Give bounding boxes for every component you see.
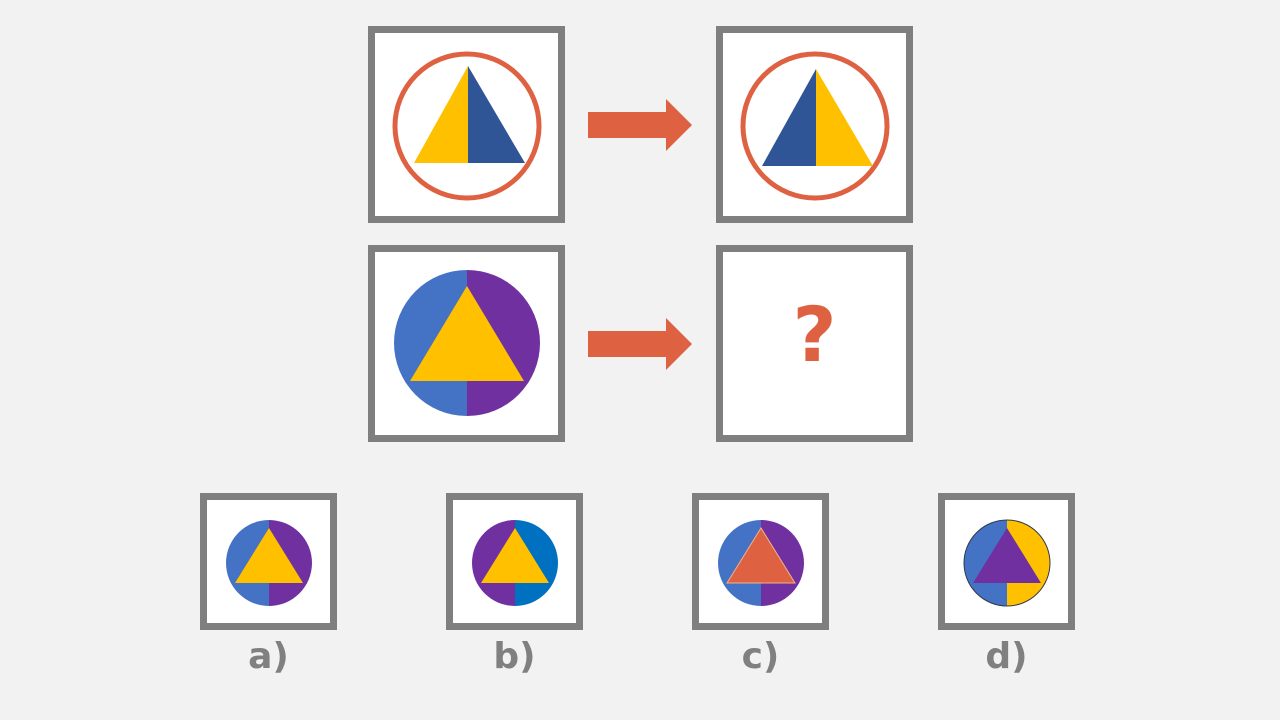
option-d-card[interactable] <box>938 493 1075 630</box>
split-circle-figure <box>394 270 540 416</box>
option-b-card[interactable] <box>446 493 583 630</box>
circle-triangle-figure <box>740 51 890 201</box>
circle-triangle-figure <box>392 51 542 201</box>
option-a-card[interactable] <box>200 493 337 630</box>
triangle-purple <box>973 528 1041 583</box>
answer-slot-card: ? <box>716 245 913 442</box>
option-d-label[interactable]: d) <box>985 636 1028 677</box>
triangle-right-yellow <box>816 69 873 166</box>
option-a-figure <box>226 520 312 606</box>
question-mark: ? <box>792 290 837 379</box>
triangle-left-navy <box>762 69 816 166</box>
option-b-figure <box>472 520 558 606</box>
arrow-right-icon <box>588 99 692 151</box>
question-source-card <box>368 245 565 442</box>
triangle-right-navy <box>468 66 525 163</box>
triangle-yellow <box>481 528 549 583</box>
example-source-card <box>368 26 565 223</box>
option-a-label[interactable]: a) <box>248 636 289 677</box>
option-d-figure <box>963 519 1051 607</box>
option-b-label[interactable]: b) <box>493 636 536 677</box>
arrow-right-icon <box>588 318 692 370</box>
orange-ring <box>392 51 542 201</box>
triangle-left-yellow <box>414 66 468 163</box>
option-c-figure <box>718 520 804 606</box>
option-c-card[interactable] <box>692 493 829 630</box>
triangle-yellow <box>235 528 303 583</box>
option-c-label[interactable]: c) <box>741 636 780 677</box>
circle-outline <box>963 519 1051 607</box>
triangle-orange <box>726 527 796 584</box>
example-target-card <box>716 26 913 223</box>
triangle-yellow <box>410 286 524 381</box>
orange-ring <box>740 51 890 201</box>
